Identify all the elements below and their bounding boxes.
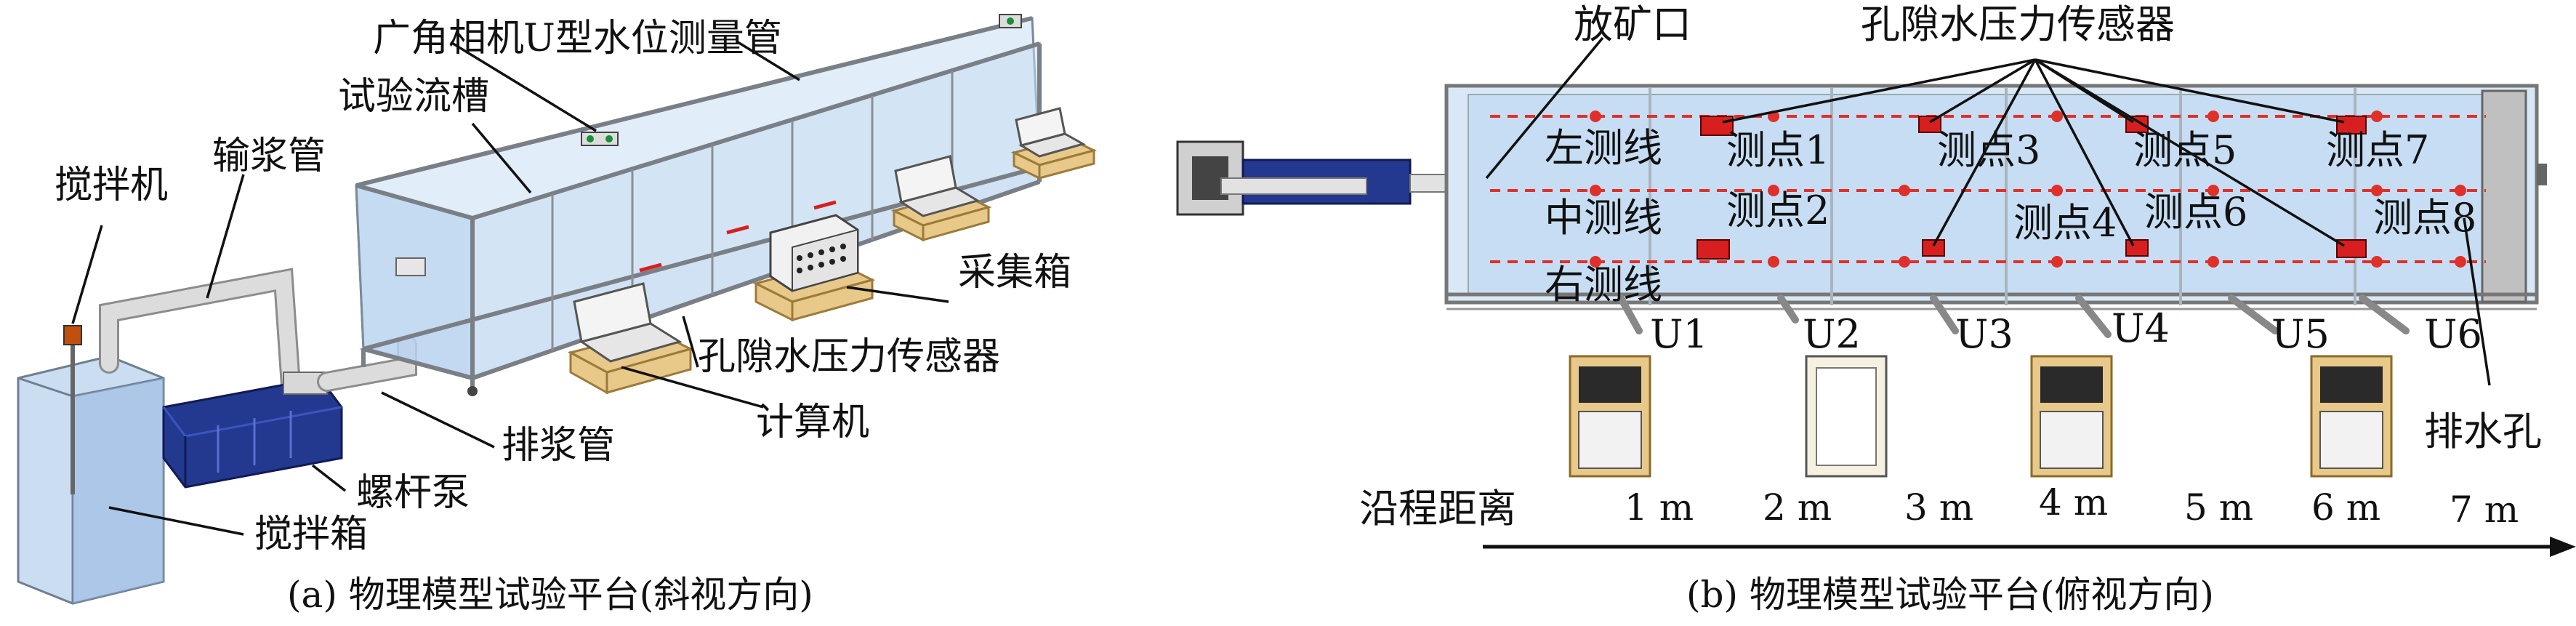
label-u1: U1 [1650, 311, 1708, 357]
label-mix-tank: 搅拌箱 [254, 513, 368, 556]
label-u6: U6 [2424, 311, 2482, 357]
mix-tank-drawing [17, 325, 165, 605]
label-point-3: 测点3 [1937, 127, 2040, 173]
label-line-left: 左测线 [1545, 125, 1662, 171]
label-computer: 计算机 [756, 401, 869, 444]
label-point-6: 测点6 [2144, 189, 2247, 235]
tick-1m: 1 m [1625, 486, 1694, 529]
label-u-tube: U型水位测量管 [523, 17, 782, 60]
label-screw-pump: 螺杆泵 [356, 471, 470, 515]
screw-pump-drawing [162, 372, 343, 489]
label-point-1: 测点1 [1726, 127, 1830, 173]
pore-sensors [1696, 116, 2367, 260]
label-u3: U3 [1955, 311, 2013, 357]
collector-drawing [752, 214, 876, 322]
computer-drawing [567, 107, 1098, 395]
tick-2m: 2 m [1763, 486, 1832, 529]
label-u5: U5 [2271, 311, 2330, 357]
label-point-7: 测点7 [2326, 127, 2429, 173]
label-u4: U4 [2112, 305, 2170, 351]
panel-a-leaders [71, 41, 949, 536]
outlet-drawing [1176, 140, 1491, 216]
label-line-right: 右测线 [1545, 262, 1662, 308]
label-u2: U2 [1803, 311, 1861, 357]
label-outlet: 放矿口 [1574, 1, 1691, 47]
label-point-4: 测点4 [2013, 200, 2117, 246]
label-pore-sensor-b: 孔隙水压力传感器 [1861, 1, 2175, 47]
label-distance: 沿程距离 [1359, 486, 1516, 531]
tick-3m: 3 m [1904, 486, 1973, 529]
tick-4m: 4 m [2039, 481, 2108, 523]
tick-6m: 6 m [2311, 486, 2380, 529]
label-pore-sensor-a: 孔隙水压力传感器 [698, 335, 1000, 379]
label-point-2: 测点2 [1726, 188, 1830, 233]
label-slurry-pipe: 输浆管 [212, 135, 326, 178]
label-point-8: 测点8 [2373, 195, 2476, 241]
label-drain-hole: 排水孔 [2424, 409, 2542, 454]
panel-b: 放矿口 孔隙水压力传感器 排水孔 沿程距离 左测线 中测线 右测线 测点1 测点… [1176, 1, 2576, 616]
panel-a: 广角相机 U型水位测量管 试验流槽 输浆管 搅拌机 采集箱 孔隙水压力传感器 计… [17, 14, 1098, 616]
measure-dots [1590, 111, 2466, 268]
panel-b-leaders [1485, 36, 2491, 386]
caption-b: (b) 物理模型试验平台(俯视方向) [1686, 574, 2214, 616]
tick-7m: 7 m [2450, 489, 2519, 531]
label-camera: 广角相机 [373, 17, 524, 60]
label-discharge-pipe: 排浆管 [502, 424, 615, 468]
distance-axis [1483, 537, 2576, 557]
caption-a: (a) 物理模型试验平台(斜视方向) [287, 574, 813, 616]
label-flume: 试验流槽 [338, 75, 489, 119]
label-collector: 采集箱 [958, 251, 1071, 294]
panel-b-computers [1569, 355, 2393, 478]
tick-5m: 5 m [2184, 486, 2253, 529]
label-mixer: 搅拌机 [55, 164, 168, 207]
label-point-5: 测点5 [2133, 127, 2237, 173]
label-line-middle: 中测线 [1545, 195, 1662, 241]
